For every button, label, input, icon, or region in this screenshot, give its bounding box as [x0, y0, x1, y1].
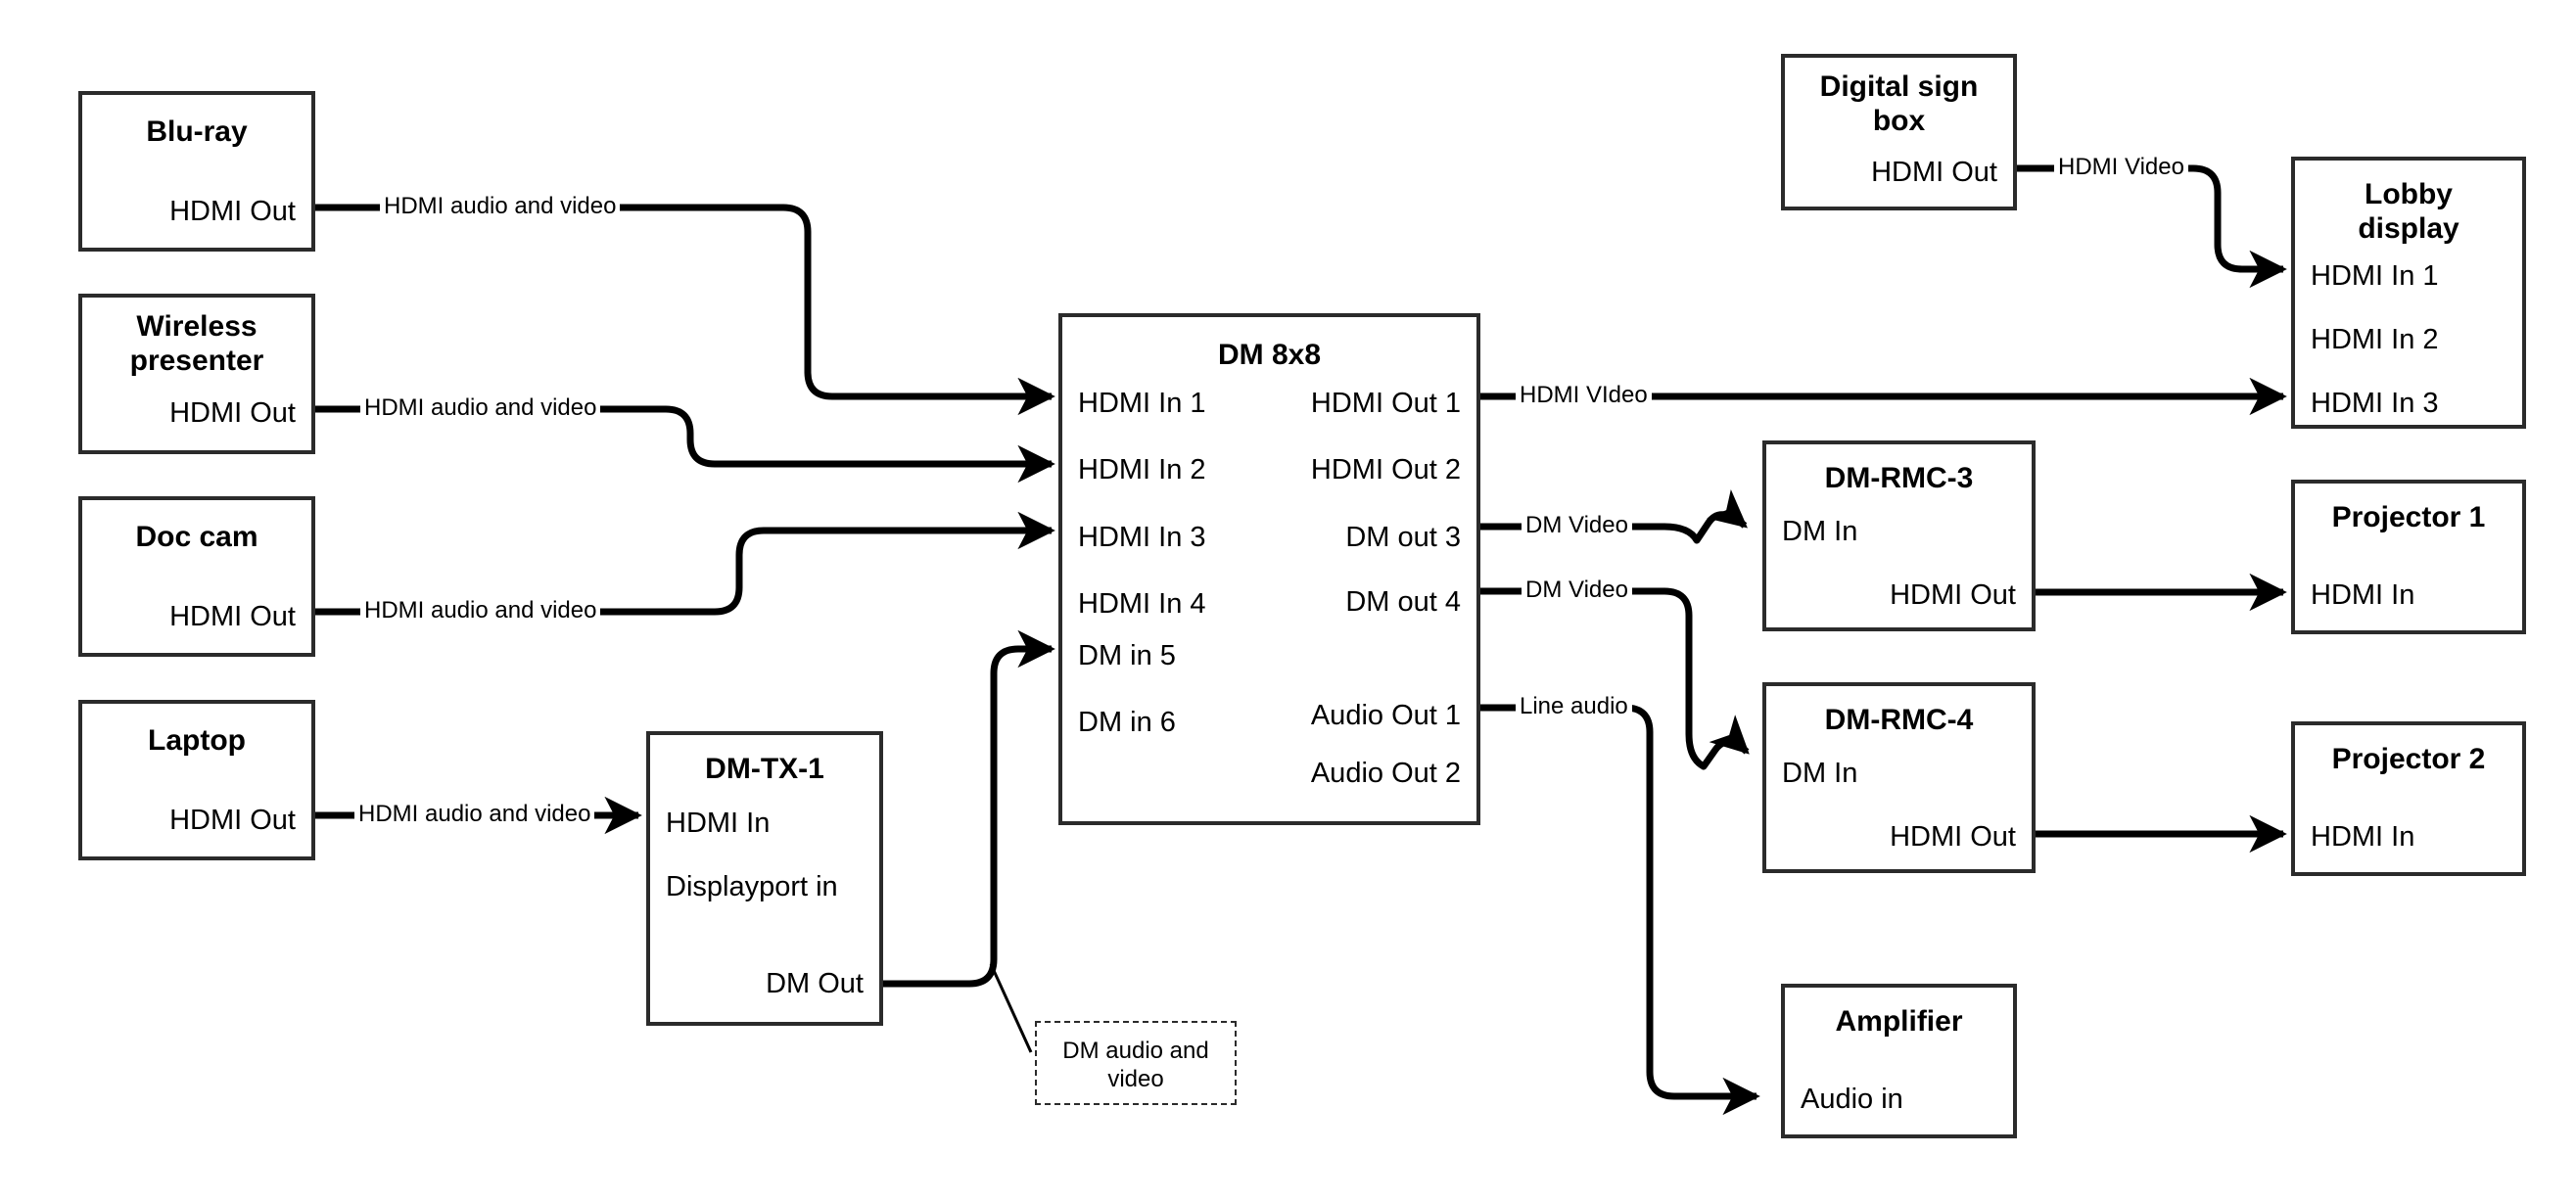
wire-label-dm-hdmi-out-1: HDMI VIdeo — [1516, 384, 1652, 407]
callout-dm-audio-and-video: DM audio and video — [1035, 1021, 1237, 1105]
port-dm-8x8-dm-out-4: DM out 4 — [1345, 586, 1461, 618]
wire-label-bluray: HDMI audio and video — [380, 195, 621, 218]
wire-dm-out-4-to-dmrmc4-dm-in — [1480, 587, 1750, 770]
port-dm-rmc-4-hdmi-out: HDMI Out — [1890, 821, 2016, 853]
node-projector-1[interactable]: Projector 1 HDMI In — [2291, 480, 2526, 634]
node-projector-2[interactable]: Projector 2 HDMI In — [2291, 721, 2526, 876]
port-dm-8x8-dm-out-3: DM out 3 — [1345, 522, 1461, 553]
node-dm-8x8-title: DM 8x8 — [1217, 339, 1322, 371]
port-dm-8x8-hdmi-out-2: HDMI Out 2 — [1310, 454, 1461, 485]
node-digital-sign-box[interactable]: Digital sign box HDMI Out — [1781, 54, 2017, 210]
node-doc-cam-title: Doc cam — [135, 521, 258, 553]
port-dm-rmc-3-hdmi-out: HDMI Out — [1890, 579, 2016, 611]
port-dm-tx-1-dm-out: DM Out — [766, 968, 864, 999]
port-dm-8x8-audio-out-1: Audio Out 1 — [1310, 700, 1461, 731]
callout-line-2: video — [1107, 1066, 1164, 1092]
port-doc-cam-hdmi-out: HDMI Out — [169, 601, 296, 632]
port-dm-8x8-hdmi-in-1: HDMI In 1 — [1078, 388, 1206, 419]
port-dm-8x8-dm-in-6: DM in 6 — [1078, 707, 1176, 738]
wire-label-dm-out-4: DM Video — [1522, 578, 1632, 602]
wire-label-dm-audio-out-1: Line audio — [1516, 695, 1632, 718]
wire-doccam-to-dm-hdmi-in-3 — [315, 511, 1055, 616]
port-amplifier-audio-in: Audio in — [1801, 1084, 1903, 1115]
node-digital-sign-box-title-line1: Digital sign — [1819, 70, 1979, 103]
node-bluray-title: Blu-ray — [146, 115, 248, 148]
node-dm-rmc-3-title: DM-RMC-3 — [1824, 462, 1974, 494]
wire-label-digitalsign: HDMI Video — [2054, 156, 2188, 179]
node-amplifier-title: Amplifier — [1835, 1005, 1963, 1038]
wire-label-wireless: HDMI audio and video — [360, 396, 601, 420]
node-lobby-display-title-line2: display — [2358, 212, 2459, 245]
node-projector-2-title: Projector 2 — [2331, 743, 2486, 775]
node-dm-rmc-4[interactable]: DM-RMC-4 DM In HDMI Out — [1762, 682, 2036, 873]
wire-dmtx1-to-dm-in-5 — [883, 629, 1055, 988]
node-laptop-title: Laptop — [148, 724, 246, 757]
port-dm-8x8-hdmi-out-1: HDMI Out 1 — [1310, 388, 1461, 419]
wire-wireless-to-dm-hdmi-in-2 — [315, 405, 1055, 484]
node-wireless-presenter-title-line2: presenter — [129, 345, 264, 377]
port-laptop-hdmi-out: HDMI Out — [169, 805, 296, 836]
port-digital-sign-box-hdmi-out: HDMI Out — [1871, 157, 1997, 188]
node-bluray[interactable]: Blu-ray HDMI Out — [78, 91, 315, 252]
node-dm-tx-1-title: DM-TX-1 — [705, 753, 824, 785]
wire-digitalsign-to-lobby-hdmi-in-1 — [2017, 164, 2287, 289]
callout-leader-line — [989, 963, 1033, 1053]
wire-dm-audio-out-1-to-amplifier — [1480, 704, 1760, 1116]
port-dm-8x8-hdmi-in-3: HDMI In 3 — [1078, 522, 1206, 553]
port-projector-2-hdmi-in: HDMI In — [2311, 821, 2415, 853]
node-dm-tx-1[interactable]: DM-TX-1 HDMI In Displayport in DM Out — [646, 731, 883, 1026]
node-doc-cam[interactable]: Doc cam HDMI Out — [78, 496, 315, 657]
port-dm-8x8-hdmi-in-2: HDMI In 2 — [1078, 454, 1206, 485]
node-lobby-display[interactable]: Lobby display HDMI In 1 HDMI In 2 HDMI I… — [2291, 157, 2526, 429]
port-dm-rmc-4-dm-in: DM In — [1782, 758, 1858, 789]
node-amplifier[interactable]: Amplifier Audio in — [1781, 984, 2017, 1138]
node-projector-1-title: Projector 1 — [2331, 501, 2486, 533]
port-projector-1-hdmi-in: HDMI In — [2311, 579, 2415, 611]
port-lobby-display-hdmi-in-1: HDMI In 1 — [2311, 260, 2439, 292]
node-dm-rmc-3[interactable]: DM-RMC-3 DM In HDMI Out — [1762, 440, 2036, 631]
port-dm-8x8-audio-out-2: Audio Out 2 — [1310, 758, 1461, 789]
port-wireless-presenter-hdmi-out: HDMI Out — [169, 397, 296, 429]
callout-line-1: DM audio and — [1062, 1038, 1209, 1064]
node-dm-rmc-4-title: DM-RMC-4 — [1824, 704, 1974, 736]
wire-bluray-to-dm-hdmi-in-1 — [315, 204, 1055, 416]
port-dm-tx-1-hdmi-in: HDMI In — [666, 808, 771, 839]
port-dm-tx-1-displayport-in: Displayport in — [666, 871, 838, 902]
node-dm-8x8[interactable]: DM 8x8 HDMI In 1 HDMI In 2 HDMI In 3 HDM… — [1058, 313, 1480, 825]
node-wireless-presenter-title-line1: Wireless — [136, 310, 258, 343]
port-dm-8x8-dm-in-5: DM in 5 — [1078, 640, 1176, 671]
wire-label-dm-out-3: DM Video — [1522, 514, 1632, 537]
port-bluray-hdmi-out: HDMI Out — [169, 196, 296, 227]
wire-label-doccam: HDMI audio and video — [360, 599, 601, 623]
port-dm-rmc-3-dm-in: DM In — [1782, 516, 1858, 547]
port-lobby-display-hdmi-in-3: HDMI In 3 — [2311, 388, 2439, 419]
port-lobby-display-hdmi-in-2: HDMI In 2 — [2311, 324, 2439, 355]
node-lobby-display-title-line1: Lobby — [2365, 178, 2453, 210]
wire-dm-out-3-to-dmrmc3-dm-in — [1480, 488, 1748, 544]
wire-label-laptop: HDMI audio and video — [354, 803, 595, 826]
node-digital-sign-box-title-line2: box — [1872, 105, 1926, 137]
wire-group-outputs — [1480, 164, 2287, 1116]
node-laptop[interactable]: Laptop HDMI Out — [78, 700, 315, 860]
node-wireless-presenter[interactable]: Wireless presenter HDMI Out — [78, 294, 315, 454]
port-dm-8x8-hdmi-in-4: HDMI In 4 — [1078, 588, 1206, 620]
